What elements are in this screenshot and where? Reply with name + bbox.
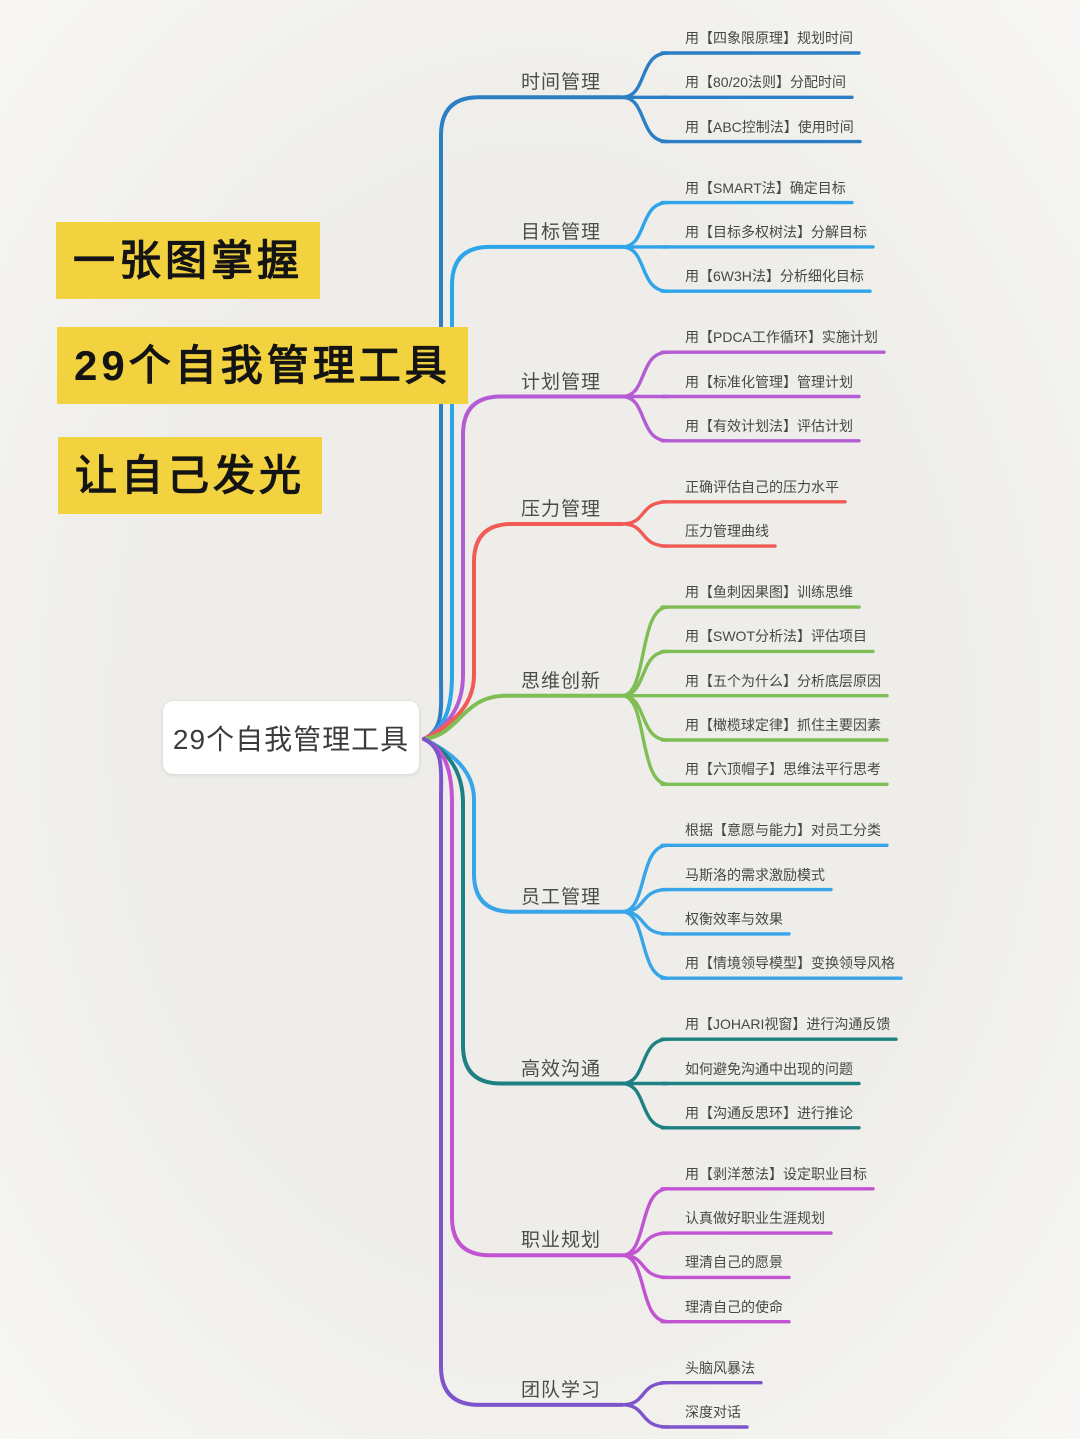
- leaf-node[interactable]: 用【6W3H法】分析细化目标: [685, 268, 864, 285]
- leaf-node[interactable]: 用【橄榄球定律】抓住主要因素: [685, 717, 881, 733]
- leaf-node[interactable]: 理清自己的使命: [685, 1298, 783, 1315]
- leaf-node[interactable]: 权衡效率与效果: [685, 910, 783, 927]
- leaf-node[interactable]: 用【鱼刺因果图】训练思维: [685, 584, 853, 601]
- branch-curve: [422, 737, 624, 1086]
- branch-node[interactable]: 思维创新: [520, 670, 601, 692]
- leaf-node[interactable]: 用【ABC控制法】使用时间: [685, 118, 854, 135]
- leaf-node[interactable]: 用【SWOT分析法】评估项目: [685, 628, 867, 645]
- title-highlight-line: 一张图掌握: [56, 222, 321, 299]
- title-highlight-line: 让自己发光: [58, 437, 323, 514]
- leaf-node[interactable]: 头脑风暴法: [685, 1359, 755, 1376]
- leaf-node[interactable]: 用【目标多权树法】分解目标: [685, 223, 867, 240]
- branch-node[interactable]: 时间管理: [520, 72, 601, 94]
- leaf-node[interactable]: 如何避免沟通中出现的问题: [685, 1060, 853, 1077]
- branch-curve: [422, 95, 624, 741]
- branch-node[interactable]: 压力管理: [520, 498, 601, 520]
- branch-node[interactable]: 计划管理: [520, 371, 601, 393]
- leaf-node[interactable]: 用【情境领导模型】变换领导风格: [685, 955, 895, 972]
- leaf-node[interactable]: 用【五个为什么】分析底层原因: [685, 672, 881, 689]
- branch-curve: [422, 737, 624, 1258]
- leaf-node[interactable]: 认真做好职业生涯规划: [685, 1210, 825, 1227]
- branch-node[interactable]: 团队学习: [520, 1379, 601, 1401]
- leaf-node[interactable]: 用【四象限原理】规划时间: [685, 30, 853, 46]
- leaf-node[interactable]: 用【沟通反思环】进行推论: [685, 1104, 853, 1121]
- leaf-node[interactable]: 压力管理曲线: [685, 523, 769, 540]
- leaf-node[interactable]: 用【PDCA工作循环】实施计划: [685, 329, 878, 346]
- branch-node[interactable]: 高效沟通: [520, 1058, 601, 1080]
- leaf-node[interactable]: 深度对话: [685, 1404, 741, 1420]
- leaf-node[interactable]: 用【SMART法】确定目标: [685, 179, 846, 196]
- leaf-node[interactable]: 用【80/20法则】分配时间: [685, 74, 847, 91]
- leaf-node[interactable]: 用【标准化管理】管理计划: [685, 373, 853, 390]
- branch-curve: [422, 693, 624, 741]
- central-topic-node[interactable]: 29个自我管理工具: [163, 701, 419, 774]
- leaf-node[interactable]: 用【剥洋葱法】设定职业目标: [685, 1165, 867, 1182]
- leaf-node[interactable]: 理清自己的愿景: [685, 1254, 783, 1271]
- branch-curve: [422, 521, 624, 741]
- branch-curve: [422, 244, 624, 741]
- leaf-node[interactable]: 用【JOHARI视窗】进行沟通反馈: [685, 1016, 891, 1033]
- leaf-node[interactable]: 正确评估自己的压力水平: [685, 478, 839, 495]
- title-highlight-line: 29个自我管理工具: [57, 327, 468, 404]
- leaf-node[interactable]: 根据【意愿与能力】对员工分类: [685, 822, 881, 839]
- leaf-node[interactable]: 用【六顶帽子】思维法平行思考: [685, 761, 881, 778]
- branch-node[interactable]: 目标管理: [520, 221, 601, 243]
- leaf-node[interactable]: 用【有效计划法】评估计划: [685, 417, 853, 434]
- leaf-node[interactable]: 马斯洛的需求激励模式: [685, 866, 825, 883]
- branch-node[interactable]: 职业规划: [520, 1230, 601, 1252]
- branch-node[interactable]: 员工管理: [520, 886, 601, 908]
